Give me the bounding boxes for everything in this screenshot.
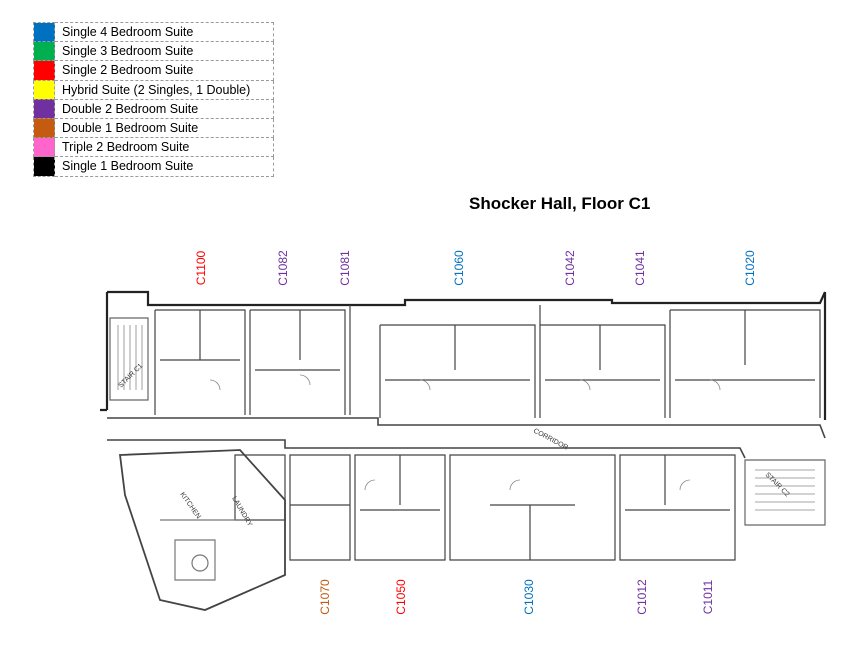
unit-label-c1012: C1012 (635, 579, 649, 615)
legend-label: Single 1 Bedroom Suite (54, 156, 274, 177)
legend-swatch (33, 156, 55, 177)
legend-row: Triple 2 Bedroom Suite (33, 137, 274, 158)
legend-swatch (33, 98, 55, 119)
kitchen-label: KITCHEN (178, 491, 201, 520)
legend-row: Double 2 Bedroom Suite (33, 98, 274, 119)
unit-label-c1100: C1100 (194, 250, 208, 286)
legend-label: Double 2 Bedroom Suite (54, 98, 274, 119)
legend: Single 4 Bedroom Suite Single 3 Bedroom … (33, 21, 274, 177)
unit-label-c1082: C1082 (276, 250, 290, 286)
unit-label-c1011: C1011 (701, 579, 715, 615)
unit-label-c1081: C1081 (338, 250, 352, 286)
stair-label-left: STAIR C1 (117, 362, 144, 389)
floor-title: Shocker Hall, Floor C1 (469, 194, 651, 213)
legend-swatch (33, 137, 55, 158)
unit-label-c1042: C1042 (563, 250, 577, 286)
unit-label-c1070: C1070 (318, 579, 332, 615)
legend-label: Triple 2 Bedroom Suite (54, 137, 274, 158)
unit-label-c1020: C1020 (743, 250, 757, 286)
legend-row: Single 3 Bedroom Suite (33, 41, 274, 62)
unit-label-c1041: C1041 (633, 250, 647, 286)
legend-row: Single 2 Bedroom Suite (33, 60, 274, 81)
unit-label-c1030: C1030 (522, 579, 536, 615)
legend-swatch (33, 117, 55, 139)
legend-row: Single 1 Bedroom Suite (33, 156, 274, 177)
unit-label-c1050: C1050 (394, 579, 408, 615)
laundry-label: LAUNDRY (230, 496, 253, 529)
legend-swatch (33, 41, 55, 62)
unit-label-c1060: C1060 (452, 250, 466, 286)
